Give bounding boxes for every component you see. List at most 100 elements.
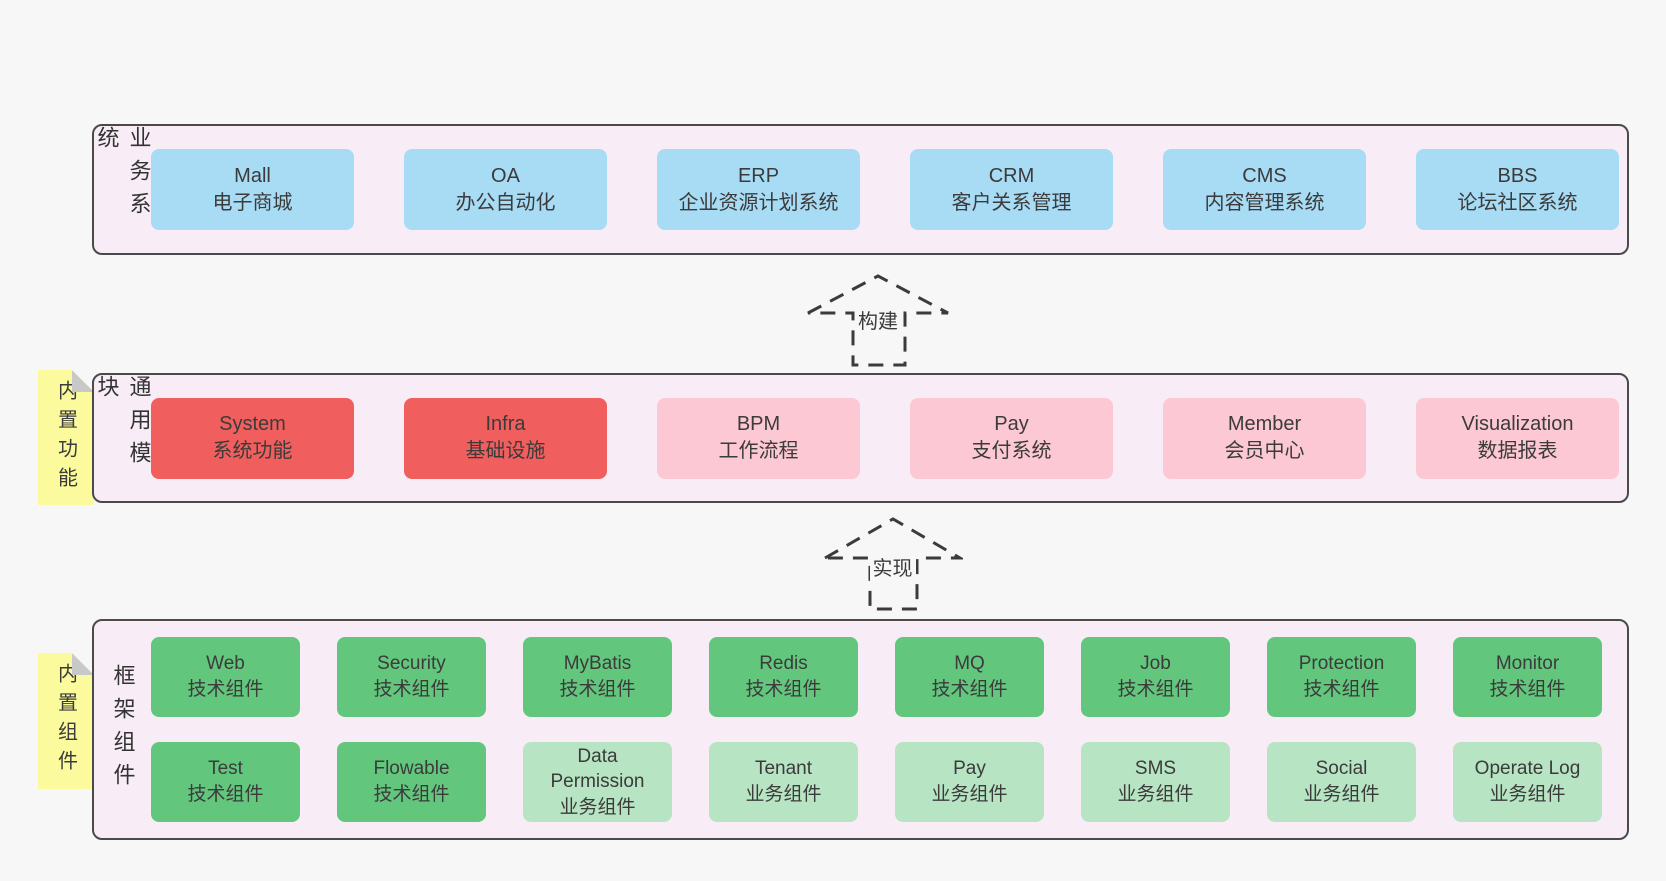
box-name: Web (206, 653, 245, 675)
box-desc: 技术组件 (187, 784, 264, 805)
box-name: Operate Log (1474, 758, 1581, 780)
band-label: 业务系统 (94, 126, 152, 225)
band-label: 通用模块 (94, 375, 152, 474)
dashed-up-arrow-icon (807, 274, 949, 367)
box-name: System (219, 413, 286, 435)
box-visualization: Visualization 数据报表 (1416, 397, 1619, 479)
box-desc: 业务组件 (559, 796, 636, 818)
box-job: Job 技术组件 (1081, 637, 1230, 717)
box-name: MQ (954, 653, 985, 675)
box-name: SMS (1134, 758, 1177, 780)
box-desc: 业务组件 (931, 784, 1008, 805)
box-desc: 技术组件 (1303, 679, 1380, 700)
box-cms: CMS 内容管理系统 (1163, 149, 1366, 230)
box-web: Web 技术组件 (151, 637, 300, 717)
box-data-permission: Data Permission 业务组件 (523, 742, 672, 822)
component-row-1: Web 技术组件 Security 技术组件 MyBatis 技术组件 Redi… (151, 637, 1602, 717)
box-name: Visualization (1461, 413, 1574, 435)
box-protection: Protection 技术组件 (1267, 637, 1416, 717)
arrow-label: 构建 (855, 303, 901, 336)
band-box-rows: Web 技术组件 Security 技术组件 MyBatis 技术组件 Redi… (151, 621, 1602, 838)
box-operate-log: Operate Log 业务组件 (1453, 742, 1602, 822)
box-desc: 业务组件 (745, 784, 822, 805)
component-row-2: Test 技术组件 Flowable 技术组件 Data Permission … (151, 742, 1602, 822)
box-tenant: Tenant 业务组件 (709, 742, 858, 822)
box-name: Social (1315, 758, 1368, 780)
box-name: Job (1140, 653, 1171, 675)
arrow-label: 实现 (869, 550, 916, 583)
box-desc: 数据报表 (1477, 440, 1558, 462)
box-name: Redis (759, 653, 808, 675)
box-monitor: Monitor 技术组件 (1453, 637, 1602, 717)
box-social: Social 业务组件 (1267, 742, 1416, 822)
box-name: BPM (736, 413, 781, 435)
sticky-note-label: 内置组件 (54, 663, 77, 779)
box-name: Tenant (754, 758, 813, 780)
box-name: Monitor (1495, 653, 1560, 675)
box-desc: 技术组件 (931, 679, 1008, 700)
box-sms: SMS 业务组件 (1081, 742, 1230, 822)
box-name: Test (208, 758, 243, 780)
box-name: Pay (953, 758, 986, 780)
box-name: CMS (1242, 164, 1287, 187)
band-box-row: Mall 电子商城 OA 办公自动化 ERP 企业资源计划系统 CRM 客户关系… (151, 126, 1619, 253)
box-name: Protection (1298, 653, 1385, 675)
box-desc: 工作流程 (718, 440, 799, 462)
arrow-implement: 实现 (822, 515, 963, 612)
box-desc: 技术组件 (745, 679, 822, 700)
box-desc: 电子商城 (212, 191, 293, 214)
box-security: Security 技术组件 (337, 637, 486, 717)
box-name: OA (491, 164, 520, 187)
box-flowable: Flowable 技术组件 (337, 742, 486, 822)
box-system: System 系统功能 (151, 397, 354, 479)
box-pay-component: Pay 业务组件 (895, 742, 1044, 822)
box-name: BBS (1497, 164, 1538, 187)
band-business-systems: 业务系统 Mall 电子商城 OA 办公自动化 ERP 企业资源计划系统 CRM… (92, 124, 1629, 255)
box-redis: Redis 技术组件 (709, 637, 858, 717)
box-desc: 技术组件 (1489, 679, 1566, 700)
box-member: Member 会员中心 (1163, 397, 1366, 479)
sticky-note-builtin-components: 内置组件 (38, 653, 94, 789)
box-crm: CRM 客户关系管理 (910, 149, 1113, 230)
box-oa: OA 办公自动化 (404, 149, 607, 230)
box-mq: MQ 技术组件 (895, 637, 1044, 717)
box-name: Security (377, 653, 446, 675)
box-bbs: BBS 论坛社区系统 (1416, 149, 1619, 230)
box-name: Pay (994, 413, 1029, 435)
box-desc: 会员中心 (1224, 440, 1305, 462)
box-desc: 系统功能 (212, 440, 293, 462)
note-fold-corner-icon (72, 653, 94, 675)
box-desc: 业务组件 (1303, 784, 1380, 805)
box-name: MyBatis (563, 653, 632, 675)
box-pay-module: Pay 支付系统 (910, 397, 1113, 479)
box-name: Member (1227, 413, 1302, 435)
box-mybatis: MyBatis 技术组件 (523, 637, 672, 717)
box-desc: 技术组件 (373, 784, 450, 805)
box-erp: ERP 企业资源计划系统 (657, 149, 860, 230)
band-label: 框架组件 (110, 663, 136, 796)
box-desc: 办公自动化 (455, 191, 556, 214)
box-desc: 企业资源计划系统 (678, 191, 839, 214)
box-desc: 内容管理系统 (1204, 191, 1325, 214)
box-name: ERP (737, 164, 780, 187)
box-desc: 业务组件 (1489, 784, 1566, 805)
box-name: CRM (988, 164, 1035, 187)
box-desc: 技术组件 (559, 679, 636, 700)
box-desc: 技术组件 (1117, 679, 1194, 700)
box-infra: Infra 基础设施 (404, 397, 607, 479)
box-desc: 论坛社区系统 (1457, 191, 1578, 214)
box-name: Data Permission (550, 745, 645, 793)
sticky-note-label: 内置功能 (54, 379, 77, 496)
box-bpm: BPM 工作流程 (657, 397, 860, 479)
box-desc: 技术组件 (187, 679, 264, 700)
band-common-modules: 通用模块 System 系统功能 Infra 基础设施 BPM 工作流程 Pay… (92, 373, 1629, 503)
band-framework-components: 框架组件 Web 技术组件 Security 技术组件 MyBatis 技术组件… (92, 619, 1629, 840)
box-test: Test 技术组件 (151, 742, 300, 822)
box-desc: 基础设施 (465, 440, 546, 462)
sticky-note-builtin-features: 内置功能 (38, 370, 94, 505)
box-name: Mall (234, 164, 271, 187)
box-desc: 客户关系管理 (951, 191, 1072, 214)
band-box-row: System 系统功能 Infra 基础设施 BPM 工作流程 Pay 支付系统… (151, 375, 1619, 501)
box-name: Infra (485, 413, 526, 435)
